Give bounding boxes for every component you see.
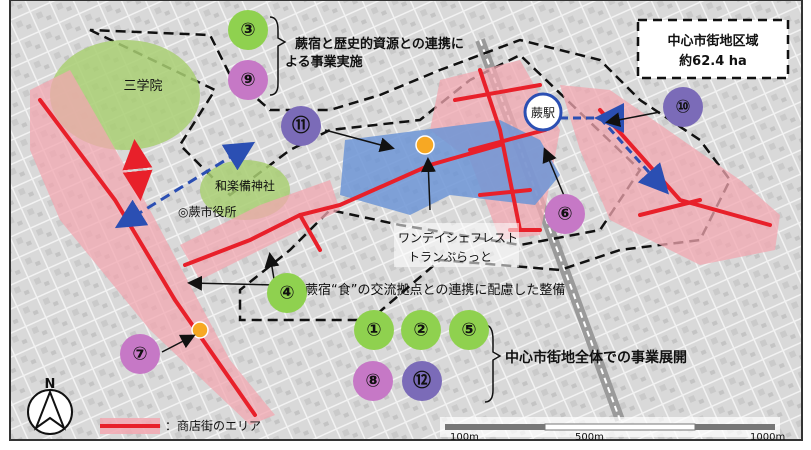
legend-label: ：商店街のエリア	[165, 418, 261, 433]
scale-tick-100: 100m	[450, 432, 479, 443]
district-boundary	[89, 28, 732, 322]
north-label: N	[45, 377, 56, 392]
plaza-label-line1: ワンデイシェフレスト	[398, 230, 518, 245]
badge-label: ⑩	[675, 97, 690, 118]
badge-label: ④	[279, 283, 294, 304]
warabi-station-marker	[523, 92, 563, 132]
food-hub-annotation: 蕨宿“食”の交流拠点との連携に配慮した整備	[305, 282, 565, 298]
badge-label: ⑨	[240, 70, 255, 91]
sangakuin-label: 三学院	[123, 78, 162, 94]
district-box-title: 中心市街地区域	[667, 33, 758, 49]
scale-bar: 100m 500m 1000m	[440, 417, 785, 443]
badge-label: ⑪	[292, 115, 310, 137]
east-link-arrow	[598, 116, 670, 195]
badge-7: ⑦	[120, 334, 160, 374]
district-box-area: 約62.4 ha	[679, 53, 747, 69]
badge-circle	[281, 106, 321, 146]
badge-circle	[402, 361, 442, 401]
west-marker	[191, 321, 209, 339]
badge-2: ②	[401, 310, 441, 350]
plaza-marker	[415, 135, 435, 155]
badge-label: ⑦	[132, 344, 147, 365]
north-arrow: N	[27, 377, 73, 435]
shopping-streets	[38, 68, 772, 417]
badge-circle	[354, 310, 394, 350]
badge-circle	[228, 10, 268, 50]
badge-label: ⑧	[365, 371, 380, 392]
shopping-area-middle	[180, 180, 340, 280]
badge-8: ⑧	[353, 361, 393, 401]
badge-label: ⑥	[557, 204, 572, 225]
badge-10: ⑩	[663, 87, 703, 127]
district-area-box: 中心市街地区域 約62.4 ha	[636, 18, 790, 80]
center-wide-annotation: 中心市街地全体での事業展開	[505, 349, 687, 366]
badge-circle	[120, 334, 160, 374]
badge-6: ⑥	[545, 194, 585, 234]
badge-circle	[353, 361, 393, 401]
historic-annotation-line1: 蕨宿と歴史的資源との連携に	[295, 36, 464, 52]
city-hall-label: ◎蕨市役所	[178, 204, 236, 219]
badge-1: ①	[354, 310, 394, 350]
badge-label: ⑤	[461, 320, 476, 341]
badge-3: ③	[228, 10, 268, 50]
plaza-label-line2: トランぷらっと	[408, 250, 492, 264]
badge-circle	[663, 87, 703, 127]
badge-5: ⑤	[449, 310, 489, 350]
blue-link-arrow	[114, 141, 256, 229]
badge-circle	[267, 273, 307, 313]
warabi-station-label: 蕨駅	[531, 106, 555, 120]
badge-label: ①	[366, 320, 381, 341]
scale-tick-1000: 1000m	[750, 432, 785, 443]
shopping-area-west	[30, 70, 275, 425]
badge-circle	[228, 60, 268, 100]
shrine-label: 和楽備神社	[215, 178, 275, 193]
badge-circle	[449, 310, 489, 350]
historic-annotation-line2: よる事業実施	[285, 54, 363, 70]
badge-label: ③	[240, 20, 255, 41]
badge-12: ⑫	[402, 361, 442, 401]
badge-label: ⑫	[413, 370, 431, 392]
badge-4: ④	[267, 273, 307, 313]
project-badges: ③ ⑨ ⑪ ⑩ ⑥ ④ ⑦ ① ② ⑤ ⑧ ⑫	[120, 10, 703, 401]
scale-tick-500: 500m	[575, 432, 604, 443]
badge-circle	[401, 310, 441, 350]
badge-11: ⑪	[281, 106, 321, 146]
badge-circle	[545, 194, 585, 234]
badge-label: ②	[413, 320, 428, 341]
badge-9: ⑨	[228, 60, 268, 100]
